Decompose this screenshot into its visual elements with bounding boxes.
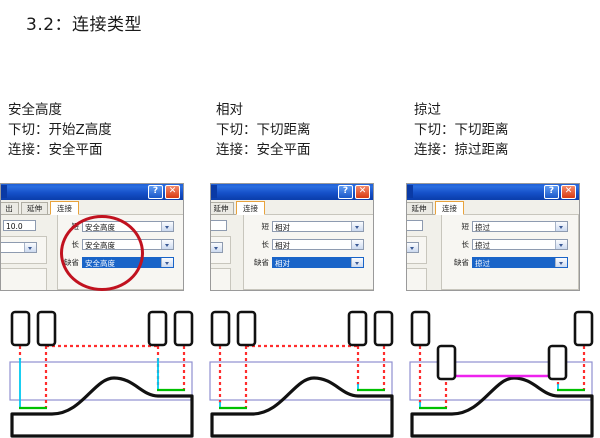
cut-move-path [219,388,385,410]
left-groupbox-2b [211,268,231,290]
chevron-down-icon[interactable] [555,258,567,267]
caption-block-3: 掠过 下切：下切距离 连接：掠过距离 [414,100,509,160]
close-button[interactable]: ✕ [165,185,180,199]
combo-long-value-3: 掠过 [475,241,490,250]
dialog-panel-2[interactable]: ? ✕ 延伸 连接 短 相对 长 相对 缺省 相对 [210,183,374,291]
red-highlight-ellipse [60,215,144,291]
tab-yanshen[interactable]: 延伸 [407,202,433,214]
tab-yanshen[interactable]: 延伸 [211,202,234,214]
left-combo-2[interactable] [211,242,223,253]
chevron-down-icon[interactable] [555,222,567,231]
plunge-move-path [19,358,159,408]
field-label-default-2: 缺省 [254,258,269,267]
combo-short-3[interactable]: 掠过 [472,221,568,232]
dialog-titlebar-1[interactable]: ? ✕ [1,184,183,200]
combo-short-value-2: 相对 [275,223,290,232]
tabstrip-1[interactable]: 出 延伸 连接 [1,201,183,215]
combo-short-2[interactable]: 相对 [272,221,364,232]
close-button[interactable]: ✕ [355,185,370,199]
caption-plunge-1: 下切：开始Z高度 [8,122,112,138]
toolpath-diagram-3 [402,300,598,438]
tool-group [210,310,394,347]
distance-textbox[interactable] [407,220,423,231]
combo-long-value-2: 相对 [275,241,290,250]
combo-long-2[interactable]: 相对 [272,239,364,250]
chevron-down-icon[interactable] [211,243,222,252]
dialog-titlebar-2[interactable]: ? ✕ [211,184,373,200]
toolpath-diagram-1 [2,300,198,438]
left-combo-1[interactable] [1,242,37,253]
tab-lianjie[interactable]: 连接 [236,201,265,215]
field-label-default-3: 缺省 [454,258,469,267]
distance-textbox[interactable] [211,220,227,231]
tabstrip-3[interactable]: 延伸 连接 [407,201,579,215]
tab-lianjie[interactable]: 连接 [50,201,79,215]
caption-block-2: 相对 下切：下切距离 连接：安全平面 [216,100,311,160]
chevron-down-icon[interactable] [407,243,418,252]
caption-name-2: 相对 [216,102,243,118]
caption-link-1: 连接：安全平面 [8,142,103,158]
tabstrip-2[interactable]: 延伸 连接 [211,201,373,215]
left-groupbox-3b [407,268,427,290]
chevron-down-icon[interactable] [161,258,173,267]
titlebar-accent-icon [211,185,217,198]
left-combo-3[interactable] [407,242,419,253]
tab-lianjie[interactable]: 连接 [435,201,464,215]
field-label-long-2: 长 [261,240,270,249]
rapid-move-path [18,344,186,408]
dialog-titlebar-3[interactable]: ? ✕ [407,184,579,200]
page-title: 3.2：连接类型 [26,15,143,35]
field-label-short-3: 短 [461,222,470,231]
combo-short-value-3: 掠过 [475,223,490,232]
close-button[interactable]: ✕ [561,185,576,199]
titlebar-accent-icon [407,185,413,198]
cut-move-path [19,388,185,410]
tool-group [410,310,594,381]
chevron-down-icon[interactable] [351,222,363,231]
titlebar-accent-icon [1,185,7,198]
combo-long-3[interactable]: 掠过 [472,239,568,250]
field-label-short-2: 短 [261,222,270,231]
chevron-down-icon[interactable] [161,222,173,231]
part-outline [410,376,594,438]
caption-link-3: 连接：掠过距离 [414,142,509,158]
help-button[interactable]: ? [148,185,163,199]
tab-yanshen[interactable]: 延伸 [21,202,48,214]
caption-plunge-3: 下切：下切距离 [414,122,509,138]
chevron-down-icon[interactable] [555,240,567,249]
caption-name-3: 掠过 [414,102,441,118]
left-groupbox-1b [1,268,47,290]
rapid-move-path [218,344,386,408]
safe-plane-box [409,361,593,401]
help-button[interactable]: ? [338,185,353,199]
chevron-down-icon[interactable] [24,243,36,252]
help-button[interactable]: ? [544,185,559,199]
cut-move-path [419,388,585,410]
caption-block-1: 安全高度 下切：开始Z高度 连接：安全平面 [8,100,112,160]
chevron-down-icon[interactable] [351,240,363,249]
part-outline [10,376,194,438]
caption-plunge-2: 下切：下切距离 [216,122,311,138]
tool-group [10,310,194,347]
chevron-down-icon[interactable] [161,240,173,249]
combo-default-value-3: 掠过 [475,259,490,268]
dialog-panel-3[interactable]: ? ✕ 延伸 连接 短 掠过 长 掠过 缺省 掠过 [406,183,580,291]
safe-plane-box [209,361,393,401]
part-outline [210,376,394,438]
combo-default-2[interactable]: 相对 [272,257,364,268]
toolpath-diagram-2 [202,300,398,438]
combo-default-value-2: 相对 [275,259,290,268]
safe-plane-box [9,361,193,401]
tab-chuqu[interactable]: 出 [1,202,19,214]
caption-link-2: 连接：安全平面 [216,142,311,158]
chevron-down-icon[interactable] [351,258,363,267]
distance-textbox[interactable]: 10.0 [3,220,36,231]
caption-name-1: 安全高度 [8,102,62,118]
combo-default-3[interactable]: 掠过 [472,257,568,268]
field-label-long-3: 长 [461,240,470,249]
